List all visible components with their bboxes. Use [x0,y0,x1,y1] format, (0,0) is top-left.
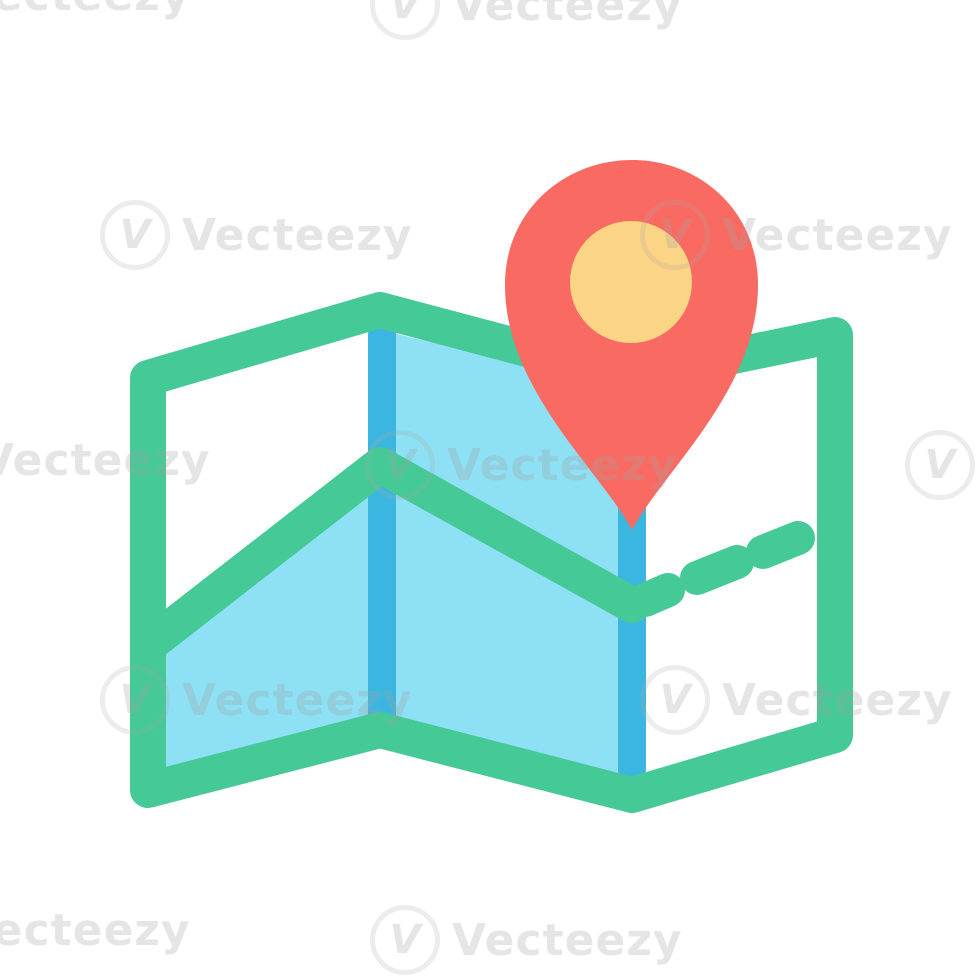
route-dash-1 [628,573,685,617]
map-water-left [148,465,380,790]
route-dash-2 [680,545,754,595]
route-dash-3 [746,521,815,569]
route-line [137,447,650,658]
location-pin-icon [505,160,758,530]
location-pin-center [570,221,692,343]
map-outline [130,292,853,813]
map-water-middle [380,330,632,795]
